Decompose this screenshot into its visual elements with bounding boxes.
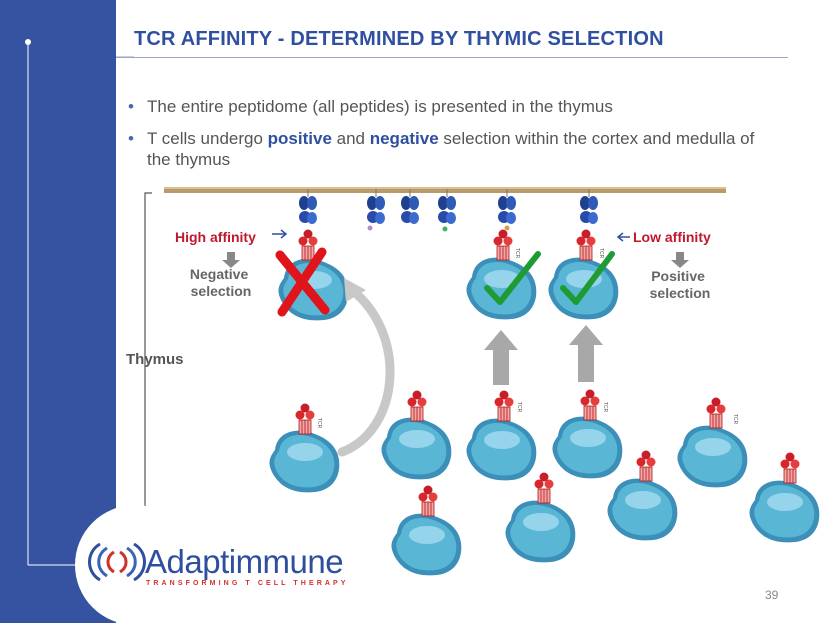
t-cell bbox=[750, 453, 820, 543]
mhc-molecule bbox=[580, 189, 598, 224]
t-cell-positive: TCR bbox=[549, 230, 619, 320]
t-cell: TCR bbox=[678, 398, 748, 488]
t-cell bbox=[392, 486, 462, 576]
t-cell: TCR bbox=[467, 391, 537, 481]
selection-up-arrow bbox=[569, 325, 603, 382]
t-cell bbox=[382, 391, 452, 480]
high-affinity-label: High affinity bbox=[175, 229, 256, 245]
mhc-molecule bbox=[401, 189, 419, 224]
mhc-molecule bbox=[498, 189, 516, 224]
page-number: 39 bbox=[765, 588, 778, 602]
t-cell: TCR bbox=[270, 404, 340, 493]
brand-tagline: TRANSFORMING T CELL THERAPY bbox=[146, 580, 349, 587]
high-affinity-arrow bbox=[272, 230, 286, 238]
negative-selection-label: Negative selection bbox=[190, 266, 252, 299]
low-affinity-arrow bbox=[618, 233, 630, 241]
thymus-bracket bbox=[145, 193, 152, 548]
thymus-label: Thymus bbox=[126, 351, 184, 368]
brand-name: Adaptimmune bbox=[145, 543, 343, 581]
mhc-molecules bbox=[299, 189, 598, 232]
mhc-molecule bbox=[367, 189, 385, 224]
positive-selection-label: Positive selection bbox=[650, 268, 711, 301]
t-cell bbox=[506, 473, 576, 563]
epithelial-membrane bbox=[164, 187, 726, 193]
mhc-molecule bbox=[438, 189, 456, 224]
svg-text:TCR: TCR bbox=[514, 248, 520, 259]
t-cell-positive: TCR bbox=[467, 230, 537, 320]
positive-down-arrow bbox=[671, 252, 689, 268]
svg-text:TCR: TCR bbox=[602, 402, 608, 413]
t-cell: TCR bbox=[553, 390, 623, 479]
curved-arrow bbox=[342, 278, 390, 452]
mhc-molecule bbox=[299, 189, 317, 224]
svg-text:TCR: TCR bbox=[598, 248, 604, 259]
low-affinity-label: Low affinity bbox=[633, 229, 711, 245]
selection-up-arrow bbox=[484, 330, 518, 385]
svg-text:TCR: TCR bbox=[316, 418, 322, 429]
sidebar-connector bbox=[25, 39, 134, 565]
svg-text:TCR: TCR bbox=[516, 402, 522, 413]
svg-text:TCR: TCR bbox=[732, 414, 738, 425]
